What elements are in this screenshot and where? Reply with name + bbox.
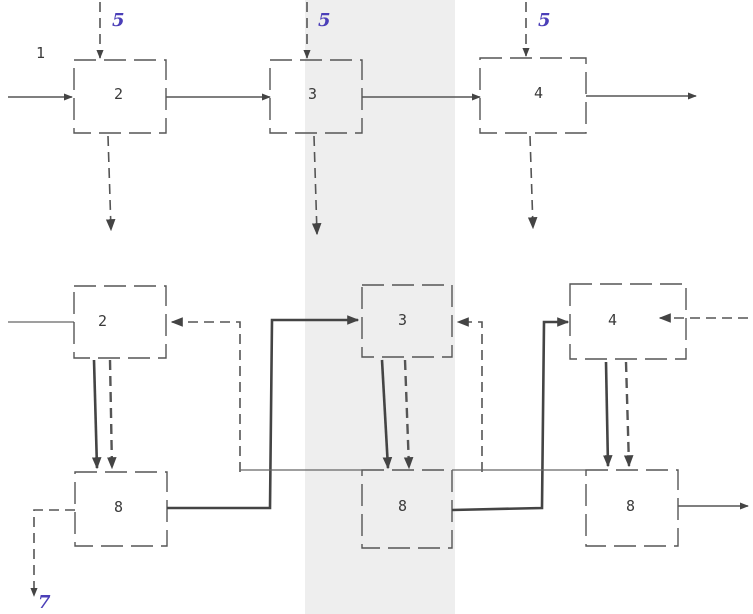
down-dashed-1 [107, 359, 117, 470]
down-dashed-3 [623, 361, 634, 468]
unit-bottom-2 [361, 284, 453, 358]
link-sep2-to-unit3 [451, 317, 570, 512]
link-sep1-to-unit2 [167, 315, 360, 510]
down-solid-2 [380, 359, 393, 470]
feed-2-label: 5 [318, 10, 331, 31]
inlet-label: 1 [36, 44, 45, 62]
shaded-band [305, 0, 455, 614]
unit-bottom-2-label: 3 [398, 311, 407, 329]
discharge-7-line [30, 509, 75, 597]
unit-top-1-label: 2 [114, 85, 123, 103]
unit-bottom-3 [569, 283, 687, 360]
unit-bottom-1 [73, 285, 167, 359]
down-dashed-2 [403, 359, 414, 470]
down-dash-2 [311, 135, 322, 236]
feed-1-label: 5 [112, 10, 125, 31]
down-solid-1 [91, 359, 102, 470]
separator-3-label: 8 [626, 497, 635, 515]
unit-top-2-label: 3 [308, 85, 317, 103]
down-dash-1 [105, 135, 116, 232]
down-solid-3 [602, 361, 613, 468]
unit-bottom-1-label: 2 [98, 312, 107, 330]
down-dash-3 [527, 135, 538, 230]
separator-3 [585, 469, 679, 547]
separator-2-label: 8 [398, 497, 407, 515]
unit-top-3-label: 4 [534, 84, 543, 102]
recycle-to-unit2 [456, 317, 483, 472]
discharge-7-label: 7 [38, 592, 51, 613]
separator-1-label: 8 [114, 498, 123, 516]
unit-top-3 [479, 57, 587, 134]
unit-bottom-3-label: 4 [608, 311, 617, 329]
feed-3-label: 5 [538, 10, 551, 31]
recycle-to-unit1 [170, 317, 241, 472]
